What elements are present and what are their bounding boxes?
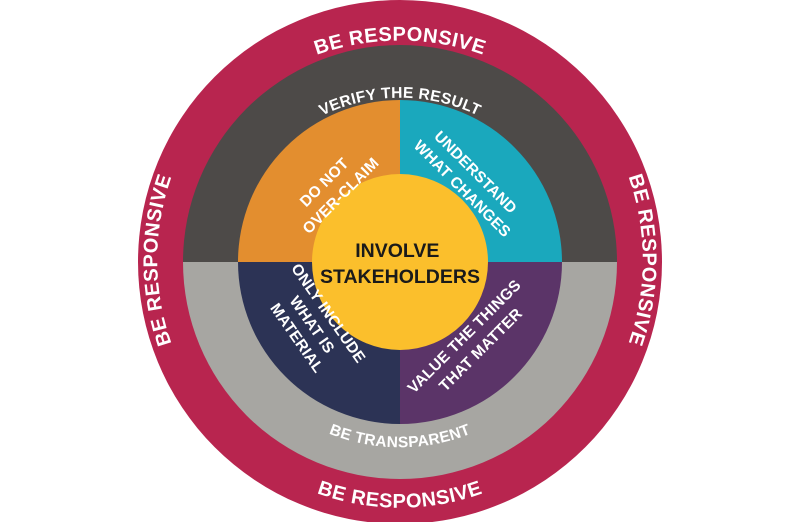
center-circle	[312, 174, 488, 350]
center-label: INVOLVE STAKEHOLDERS	[320, 240, 480, 288]
